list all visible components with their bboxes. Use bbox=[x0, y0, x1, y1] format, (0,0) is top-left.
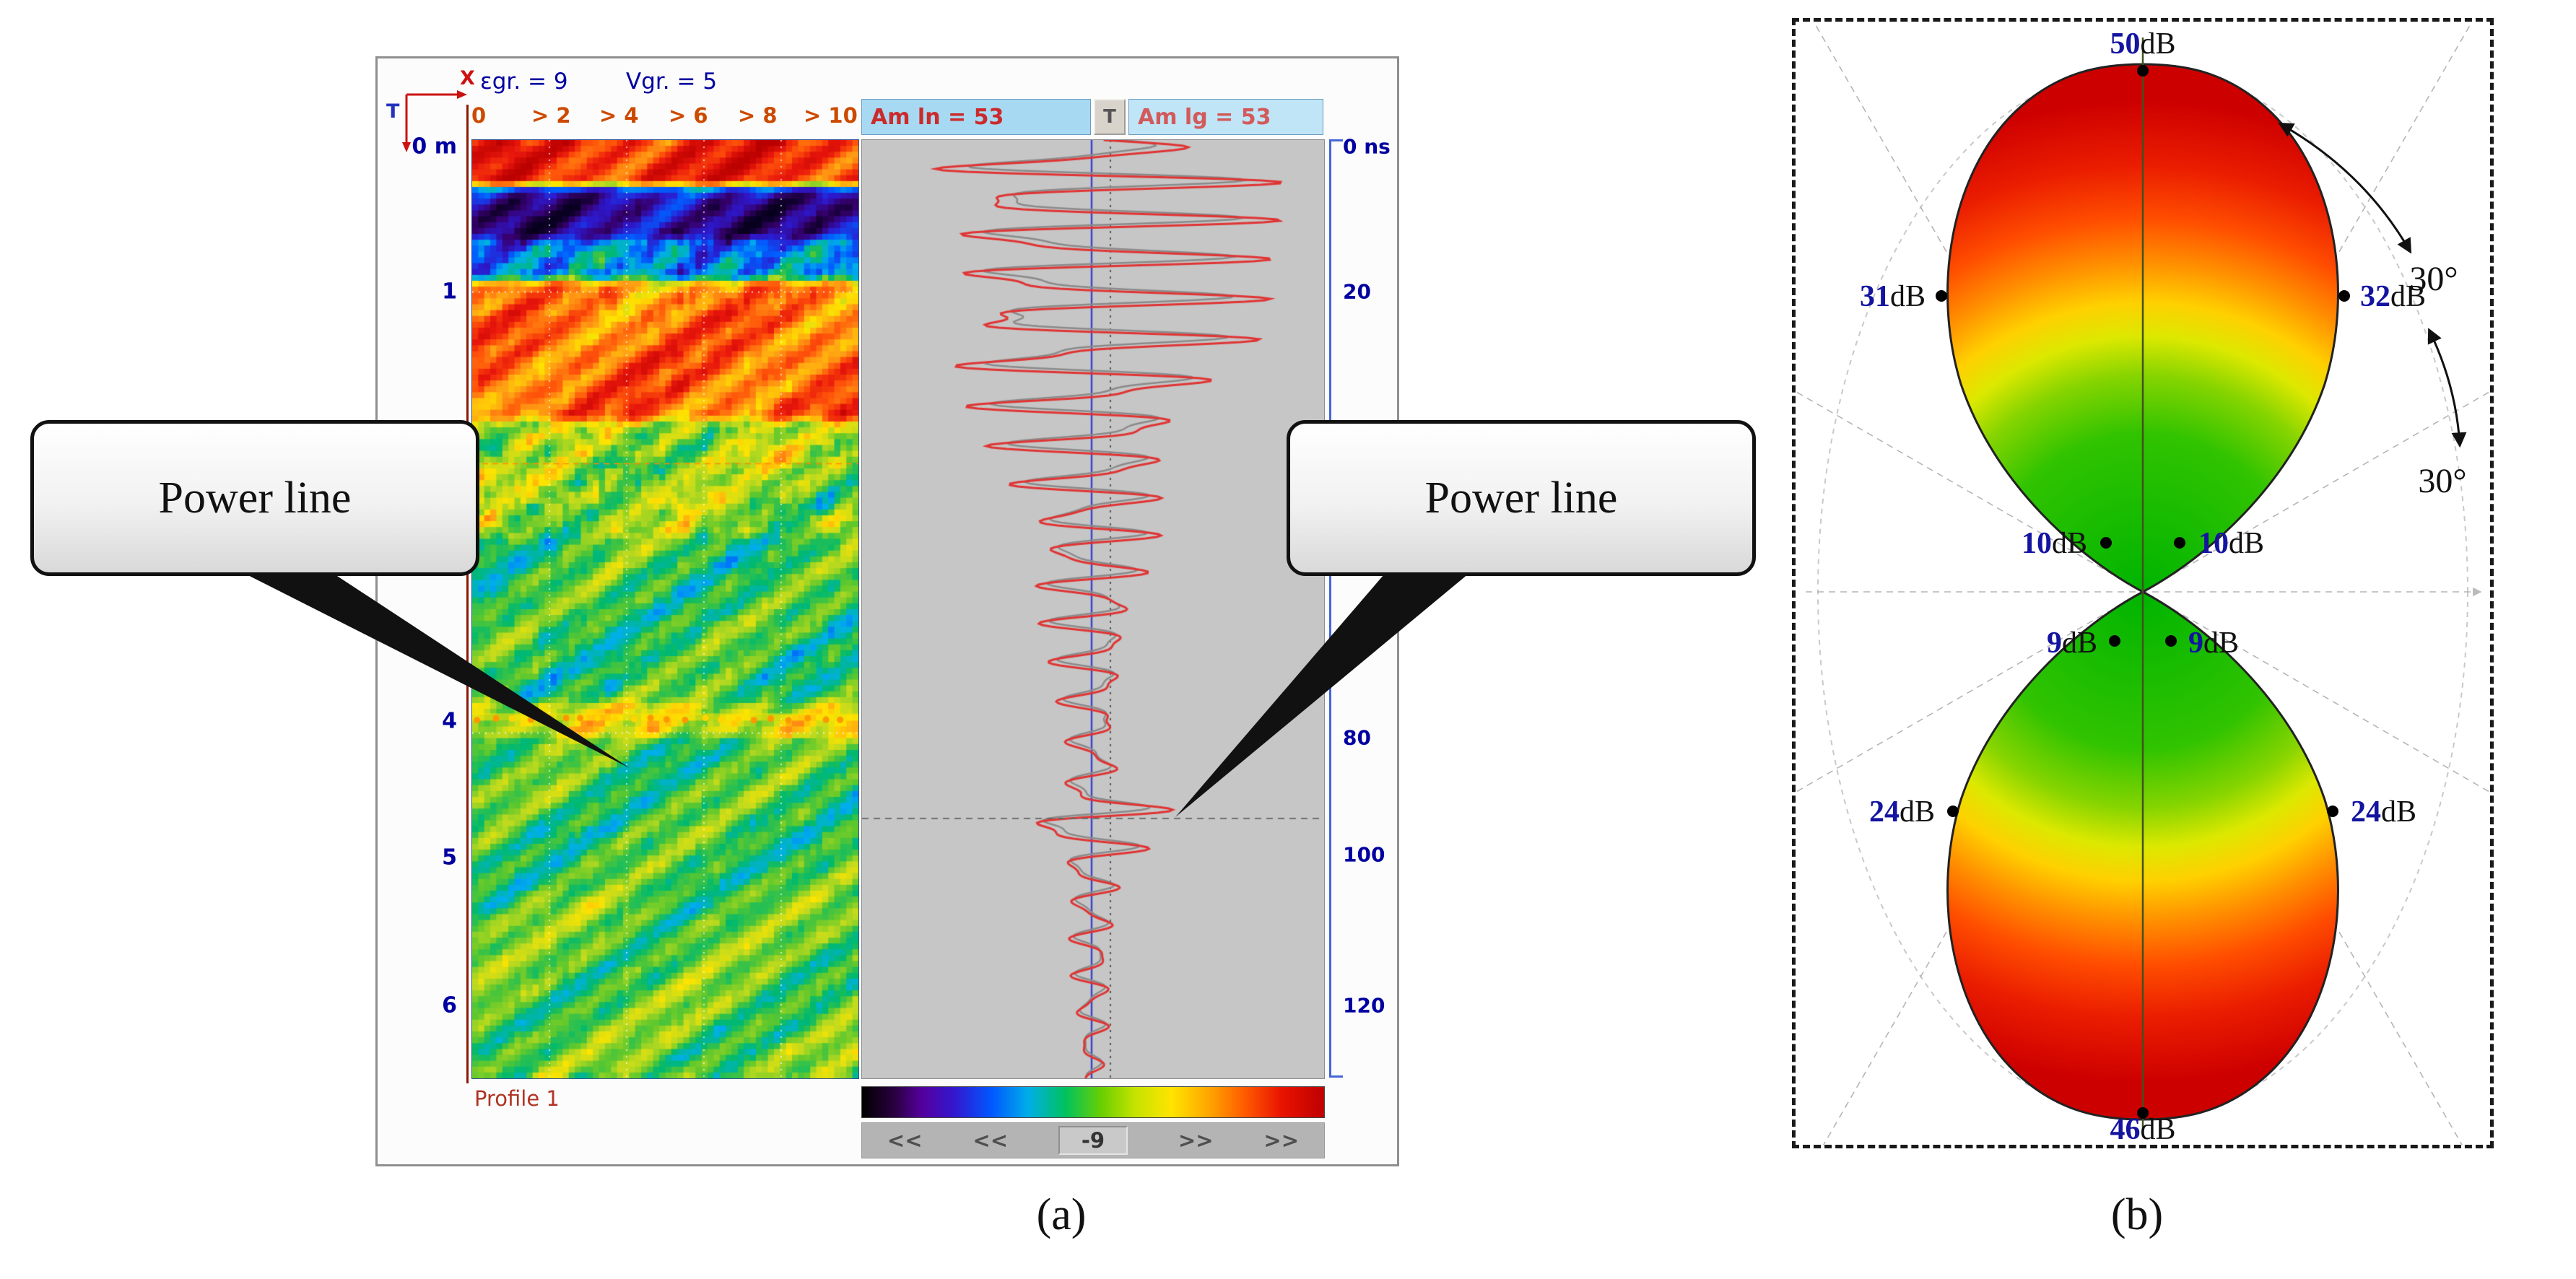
pattern-label-10dB: 10dB bbox=[2022, 527, 2087, 560]
angle-arrow-upper bbox=[2278, 122, 2412, 254]
time-scale-top-tick bbox=[1331, 139, 1343, 141]
time-scale-bottom-tick bbox=[1331, 1075, 1343, 1078]
caption-a: (a) bbox=[1036, 1190, 1087, 1239]
pattern-label-24dB: 24dB bbox=[2351, 795, 2416, 829]
time-label: 100 bbox=[1343, 842, 1385, 867]
time-label: 20 bbox=[1343, 279, 1371, 304]
pattern-dot-32dB bbox=[2338, 290, 2350, 302]
pattern-dot-24dB bbox=[1947, 806, 1959, 817]
antenna-pattern-panel: 50dB 31dB 32dB 10dB 10dB 9dB 9dB 24dB 24dB 46dB 30… bbox=[1792, 18, 2494, 1148]
depth-label: 4 bbox=[442, 708, 457, 734]
pattern-label-46dB: 46dB bbox=[2110, 1113, 2175, 1145]
callout-power-line-left: Power line bbox=[30, 420, 479, 576]
angle-arrow-lower bbox=[2427, 328, 2467, 448]
radargram-view bbox=[471, 139, 859, 1079]
callout-power-line-right: Power line bbox=[1287, 420, 1756, 576]
trace-canvas bbox=[862, 140, 1324, 1078]
ruler-tick: > 10 bbox=[804, 103, 858, 128]
pattern-dot-10dB bbox=[2174, 537, 2185, 549]
pattern-label-10dB: 10dB bbox=[2198, 527, 2264, 560]
pattern-label-32dB: 32dB bbox=[2360, 280, 2426, 313]
time-label: 80 bbox=[1343, 725, 1371, 750]
caption-b: (b) bbox=[2110, 1190, 2164, 1239]
profile-name-label: Profile 1 bbox=[474, 1086, 560, 1111]
axis-origin-icon: X T bbox=[386, 67, 475, 152]
nav-button[interactable]: << bbox=[972, 1128, 1008, 1153]
radargram-canvas bbox=[472, 140, 858, 1078]
nav-button[interactable]: << bbox=[887, 1128, 923, 1153]
pattern-label-50dB: 50dB bbox=[2110, 27, 2175, 61]
pattern-dot-10dB bbox=[2100, 537, 2112, 549]
trace-navbar: << << -9 >> >> bbox=[861, 1122, 1325, 1158]
angle-label-30deg: 30° bbox=[2409, 260, 2458, 298]
amplitude-colorbar bbox=[861, 1086, 1325, 1118]
time-label: 0 ns bbox=[1343, 134, 1391, 159]
pattern-label-24dB: 24dB bbox=[1869, 795, 1935, 829]
amplitude-header-right[interactable]: Am lg = 53 bbox=[1128, 99, 1323, 135]
ruler-tick: 0 bbox=[471, 103, 487, 128]
angle-label-30deg: 30° bbox=[2418, 462, 2466, 500]
ruler-tick: > 8 bbox=[738, 103, 778, 128]
pattern-label-31dB: 31dB bbox=[1860, 280, 1926, 313]
nav-button[interactable]: -9 bbox=[1058, 1126, 1128, 1155]
pattern-label-9dB: 9dB bbox=[2188, 627, 2239, 660]
axis-t-label: T bbox=[386, 100, 400, 123]
ruler-tick: > 4 bbox=[599, 103, 639, 128]
ruler-tick: > 6 bbox=[669, 103, 708, 128]
depth-label: 5 bbox=[442, 844, 457, 870]
time-label: 120 bbox=[1343, 993, 1385, 1018]
depth-ruler: 0 > 2 > 4 > 6 > 8 > 10 bbox=[471, 100, 858, 132]
nav-button[interactable]: >> bbox=[1178, 1128, 1214, 1153]
pattern-dot-9dB bbox=[2165, 635, 2177, 647]
trace-mode-button[interactable]: T bbox=[1094, 99, 1126, 135]
pattern-dot-31dB bbox=[1936, 290, 1947, 302]
pattern-labels-group: 50dB 31dB 32dB 10dB 10dB 9dB 9dB 24dB 24dB 46dB 30… bbox=[1860, 27, 2467, 1145]
pattern-dot-9dB bbox=[2109, 635, 2120, 647]
axis-x-label: X bbox=[460, 67, 475, 90]
depth-label: 0 m bbox=[412, 134, 457, 160]
gpr-software-window: X T εgr. = 9 Vgr. = 5 0> 2> 4> 6> 8> 10 … bbox=[375, 56, 1399, 1166]
permittivity-label: εgr. = 9 bbox=[480, 69, 568, 95]
pattern-dot-46dB bbox=[2137, 1107, 2149, 1119]
pattern-dot-50dB bbox=[2137, 65, 2149, 77]
depth-label: 1 bbox=[442, 279, 457, 305]
pattern-label-9dB: 9dB bbox=[2047, 627, 2097, 660]
time-scale: 0 ns 20 80 100 120 bbox=[1329, 135, 1395, 1078]
depth-label: 6 bbox=[442, 992, 457, 1018]
radiation-pattern-svg: 50dB 31dB 32dB 10dB 10dB 9dB 9dB 24dB 24dB 46dB 30… bbox=[1796, 22, 2490, 1145]
callout-right-text: Power line bbox=[1424, 473, 1618, 523]
trace-panel bbox=[861, 139, 1325, 1079]
pattern-dot-24dB bbox=[2327, 806, 2338, 817]
amplitude-header-left[interactable]: Am ln = 53 bbox=[861, 99, 1091, 135]
depth-scale: 0 m 1 4 5 6 bbox=[378, 134, 464, 1078]
velocity-label: Vgr. = 5 bbox=[626, 69, 718, 95]
left-axis-line bbox=[466, 105, 469, 1083]
nav-button[interactable]: >> bbox=[1263, 1128, 1300, 1153]
ruler-tick: > 2 bbox=[531, 103, 571, 128]
callout-left-text: Power line bbox=[158, 473, 352, 523]
